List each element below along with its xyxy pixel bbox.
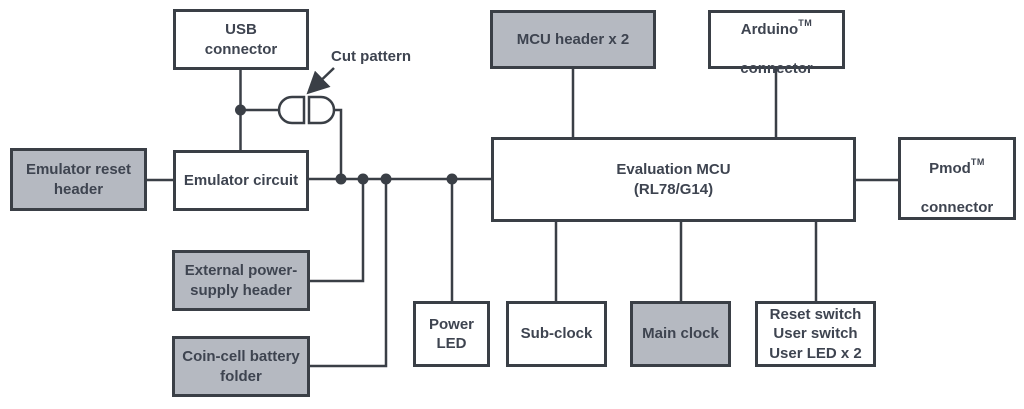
arduino-connector-label: ArduinoTM connector	[740, 18, 813, 77]
pmod-connector-box: PmodTM connector	[898, 137, 1016, 220]
wire-extpower	[310, 179, 365, 283]
junction-dot	[335, 173, 347, 185]
cut-pattern-label: Cut pattern	[331, 48, 411, 65]
cut-pattern-arrow	[306, 67, 335, 95]
emulator-circuit-box: Emulator circuit	[173, 150, 309, 211]
external-power-supply-header-box: External power- supply header	[172, 250, 310, 311]
usb-connector-box: USB connector	[173, 9, 309, 70]
reset-user-switch-led-box: Reset switch User switch User LED x 2	[755, 301, 876, 367]
cut-pattern-symbol	[277, 95, 336, 125]
junction-dot	[446, 173, 458, 185]
pmod-connector-label: PmodTM connector	[920, 157, 994, 216]
junction-dot	[235, 104, 246, 116]
pmod-tm-superscript: TM	[970, 157, 985, 168]
evaluation-mcu-box: Evaluation MCU (RL78/G14)	[491, 137, 856, 222]
wire-coincell	[310, 179, 388, 368]
wire-cutbranch-right	[334, 108, 343, 179]
arduino-connector-box: ArduinoTM connector	[708, 10, 845, 77]
mcu-header-box: MCU header x 2	[490, 10, 656, 69]
junction-dot	[357, 173, 369, 185]
junction-dot	[380, 173, 392, 185]
power-led-box: Power LED	[413, 301, 490, 367]
emulator-reset-header-box: Emulator reset header	[10, 148, 147, 211]
arduino-tm-superscript: TM	[798, 18, 813, 29]
coin-cell-battery-folder-box: Coin-cell battery folder	[172, 336, 310, 397]
sub-clock-box: Sub-clock	[506, 301, 607, 367]
main-clock-box: Main clock	[630, 301, 731, 367]
